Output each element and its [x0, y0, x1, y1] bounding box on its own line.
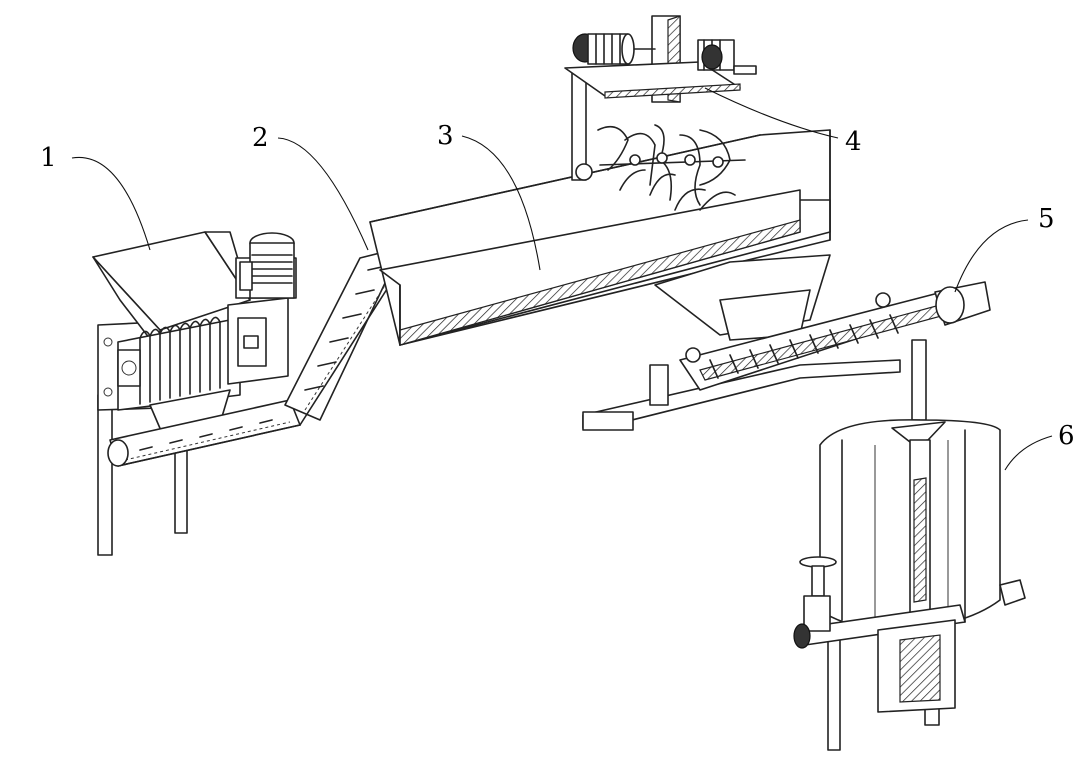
- trough: [369, 129, 831, 346]
- label-3: 3: [437, 121, 454, 151]
- crusher-motor: [235, 232, 297, 299]
- label-2: 2: [252, 123, 269, 153]
- label-6: 6: [1058, 421, 1075, 451]
- tiller-assembly: [564, 15, 757, 211]
- tank: [793, 419, 1026, 751]
- label-4: 4: [845, 127, 862, 157]
- valve: [793, 556, 837, 649]
- leader-lines: [71, 87, 1053, 471]
- label-1: 1: [40, 143, 57, 173]
- screw-conveyor: [582, 281, 991, 431]
- motor-left: [572, 33, 656, 65]
- tiller-blades: [597, 124, 746, 211]
- inclined-conveyor: [107, 241, 414, 467]
- motor-right: [697, 39, 757, 75]
- label-5: 5: [1038, 204, 1055, 234]
- reference-numerals: 1 2 3 4 5 6: [40, 121, 1075, 451]
- crusher-unit: [92, 231, 289, 556]
